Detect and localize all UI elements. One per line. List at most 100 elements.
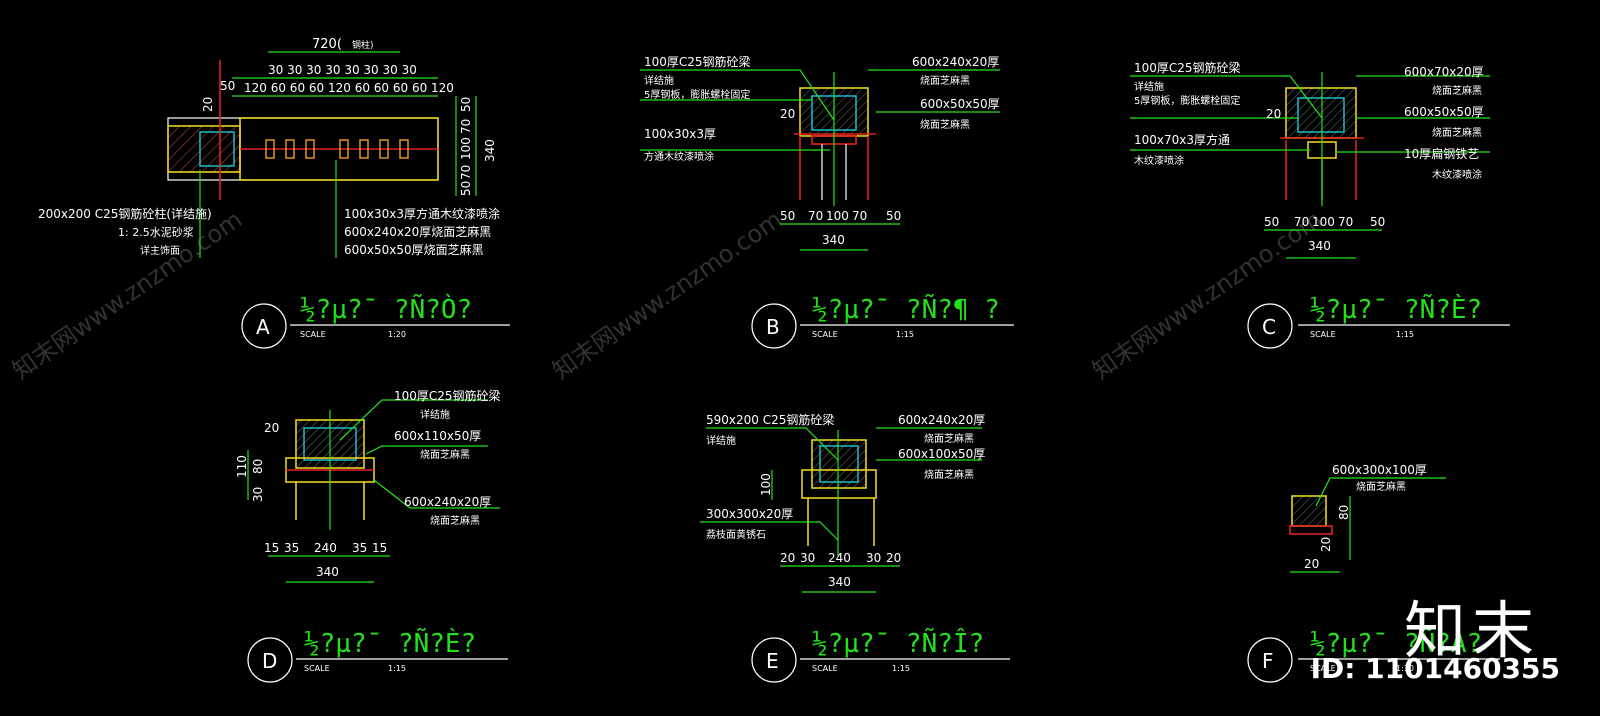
detail-d-label-4: 烧面芝麻黑 bbox=[420, 448, 470, 461]
detail-b-label-right-1: 600x240x20厚 bbox=[912, 55, 999, 69]
detail-c-label-left-4: 20 bbox=[1266, 107, 1281, 121]
detail-a-dim-50: 50 bbox=[220, 79, 235, 93]
watermark-2: 知末网www.znzmo.com bbox=[547, 205, 787, 385]
detail-c-marker: C bbox=[1262, 315, 1276, 339]
detail-b-label-left-3: 5厚钢板，膨胀螺栓固定 bbox=[644, 88, 750, 101]
detail-a-label-right-2: 600x240x20厚烧面芝麻黑 bbox=[344, 224, 491, 239]
detail-c-dim-1: 50 bbox=[1264, 215, 1279, 229]
detail-a-column-hatch bbox=[168, 126, 240, 172]
detail-f-marker: F bbox=[1262, 649, 1274, 673]
detail-a-slots bbox=[265, 139, 409, 159]
detail-e-beam bbox=[811, 439, 867, 489]
detail-e-marker: E bbox=[766, 649, 779, 673]
detail-c-title: ½?µ?ˉ ?Ñ?È? bbox=[1310, 293, 1482, 325]
detail-a-label-left-2: 1: 2.5水泥砂浆 bbox=[118, 225, 194, 239]
detail-c-label-left-3: 5厚钢板，膨胀螺栓固定 bbox=[1134, 94, 1240, 107]
detail-e-dim-3: 240 bbox=[828, 551, 851, 565]
detail-f-dim-r2: 20 bbox=[1319, 537, 1333, 552]
detail-e-scale-label: SCALE bbox=[812, 664, 838, 673]
detail-a-dims-row2: 120 60 60 60 120 60 60 60 60 120 bbox=[244, 81, 454, 95]
detail-c-scale-label: SCALE bbox=[1310, 330, 1336, 339]
detail-b-dim-3: 100 bbox=[826, 209, 849, 223]
detail-a-dim-total-suffix: 钢柱) bbox=[352, 39, 374, 51]
detail-b-scale-label: SCALE bbox=[812, 330, 838, 339]
detail-d-marker: D bbox=[262, 649, 277, 673]
watermark-3: 知末网www.znzmo.com bbox=[1087, 205, 1327, 385]
detail-b-dim-340: 340 bbox=[822, 233, 845, 247]
detail-e-label-left-2: 详结施 bbox=[706, 434, 736, 447]
detail-a-dim-20: 20 bbox=[201, 97, 215, 112]
detail-a-label-right-3: 600x50x50厚烧面芝麻黑 bbox=[344, 242, 484, 257]
detail-b-label-left-5: 100x30x3厚 bbox=[644, 127, 716, 141]
detail-a-dim-r2: 70 bbox=[459, 119, 473, 134]
detail-c-label-left-5: 100x70x3厚方通 bbox=[1134, 132, 1230, 147]
detail-b-dim-4: 70 bbox=[852, 209, 867, 223]
detail-b-label-right-2: 烧面芝麻黑 bbox=[920, 74, 970, 87]
detail-e-label-right-4: 烧面芝麻黑 bbox=[924, 468, 974, 481]
detail-c-label-left-2: 详结施 bbox=[1134, 80, 1164, 93]
detail-c-dim-5: 50 bbox=[1370, 215, 1385, 229]
detail-d-scale-value: 1:15 bbox=[388, 664, 406, 673]
watermark-group: 知末网www.znzmo.com 知末网www.znzmo.com 知末网www… bbox=[7, 205, 1327, 385]
detail-b-label-right-4: 烧面芝麻黑 bbox=[920, 118, 970, 131]
detail-e-label-left-1: 590x200 C25钢筋砼梁 bbox=[706, 412, 834, 427]
detail-b-marker: B bbox=[766, 315, 780, 339]
detail-d-label-1: 100厚C25钢筋砼梁 bbox=[394, 388, 501, 403]
detail-c-dim-2: 70 bbox=[1294, 215, 1309, 229]
detail-a-marker: A bbox=[256, 315, 270, 339]
detail-a-label-left-1: 200x200 C25钢筋砼柱(详结施) bbox=[38, 206, 212, 221]
detail-f: 600x300x100厚 烧面芝麻黑 80 20 20 F ½?µ?ˉ ?Ñ?À… bbox=[1247, 463, 1500, 683]
detail-d-label-5: 600x240x20厚 bbox=[404, 495, 491, 509]
detail-e-dim-340: 340 bbox=[828, 575, 851, 589]
detail-e-dim-4: 30 bbox=[866, 551, 881, 565]
detail-b-dim-1: 50 bbox=[780, 209, 795, 223]
detail-a-core bbox=[199, 131, 235, 167]
detail-e-label-right-1: 600x240x20厚 bbox=[898, 413, 985, 427]
detail-c: 100厚C25钢筋砼梁 详结施 5厚钢板，膨胀螺栓固定 20 100x70x3厚… bbox=[1130, 60, 1510, 349]
detail-d-dim-1: 15 bbox=[264, 541, 279, 555]
detail-b-label-left-2: 详结施 bbox=[644, 74, 674, 87]
detail-a-dim-total: 720( bbox=[312, 37, 342, 52]
detail-a-scale-value: 1:20 bbox=[388, 330, 406, 339]
detail-d-dim-5: 15 bbox=[372, 541, 387, 555]
detail-c-dim-340: 340 bbox=[1308, 239, 1331, 253]
detail-d-dim-340: 340 bbox=[316, 565, 339, 579]
detail-b-label-left-4: 20 bbox=[780, 107, 795, 121]
detail-c-label-right-6: 木纹漆喷涂 bbox=[1432, 168, 1482, 181]
detail-d-dim-left-3: 80 bbox=[251, 459, 265, 474]
detail-c-label-right-2: 烧面芝麻黑 bbox=[1432, 84, 1482, 97]
detail-b-label-right-3: 600x50x50厚 bbox=[920, 97, 1000, 111]
detail-d-scale-label: SCALE bbox=[304, 664, 330, 673]
detail-d-dim-left-2: 110 bbox=[235, 455, 249, 478]
detail-c-label-right-4: 烧面芝麻黑 bbox=[1432, 126, 1482, 139]
detail-c-label-left-1: 100厚C25钢筋砼梁 bbox=[1134, 60, 1241, 75]
detail-a-dims-row1: 30 30 30 30 30 30 30 30 bbox=[268, 63, 417, 77]
detail-d-label-2: 详结施 bbox=[420, 408, 450, 421]
detail-c-scale-value: 1:15 bbox=[1396, 330, 1414, 339]
detail-d-label-6: 烧面芝麻黑 bbox=[430, 514, 480, 527]
detail-a-scale-label: SCALE bbox=[300, 330, 326, 339]
detail-e-dim-5: 20 bbox=[886, 551, 901, 565]
detail-a-dim-r5: 50 bbox=[459, 181, 473, 196]
detail-f-title: ½?µ?ˉ ?Ñ?À? bbox=[1310, 627, 1482, 659]
detail-e-scale-value: 1:15 bbox=[892, 664, 910, 673]
detail-c-label-right-3: 600x50x50厚 bbox=[1404, 105, 1484, 119]
detail-e-dim-100: 100 bbox=[759, 473, 773, 496]
detail-f-label-2: 烧面芝麻黑 bbox=[1356, 480, 1406, 493]
detail-d-dim-3: 240 bbox=[314, 541, 337, 555]
detail-d-dim-left-4: 30 bbox=[251, 487, 265, 502]
detail-f-scale-label: SCALE bbox=[1310, 664, 1336, 673]
detail-e-label-right-2: 烧面芝麻黑 bbox=[924, 432, 974, 445]
detail-d-title: ½?µ?ˉ ?Ñ?È? bbox=[304, 627, 476, 659]
detail-c-dim-3: 100 bbox=[1312, 215, 1335, 229]
detail-a-dim-r4: 70 bbox=[459, 165, 473, 180]
brand-id: ID: 1101460355 bbox=[1310, 652, 1560, 685]
detail-b-dim-2: 70 bbox=[808, 209, 823, 223]
detail-e-dim-2: 30 bbox=[800, 551, 815, 565]
detail-f-label-1: 600x300x100厚 bbox=[1332, 463, 1427, 477]
detail-e-title: ½?µ?ˉ ?Ñ?Î? bbox=[812, 627, 984, 659]
detail-a-label-left-3: 详主饰面 bbox=[140, 244, 180, 257]
detail-a-dim-340: 340 bbox=[483, 139, 497, 162]
brand-logo: 知末 bbox=[1403, 594, 1540, 667]
